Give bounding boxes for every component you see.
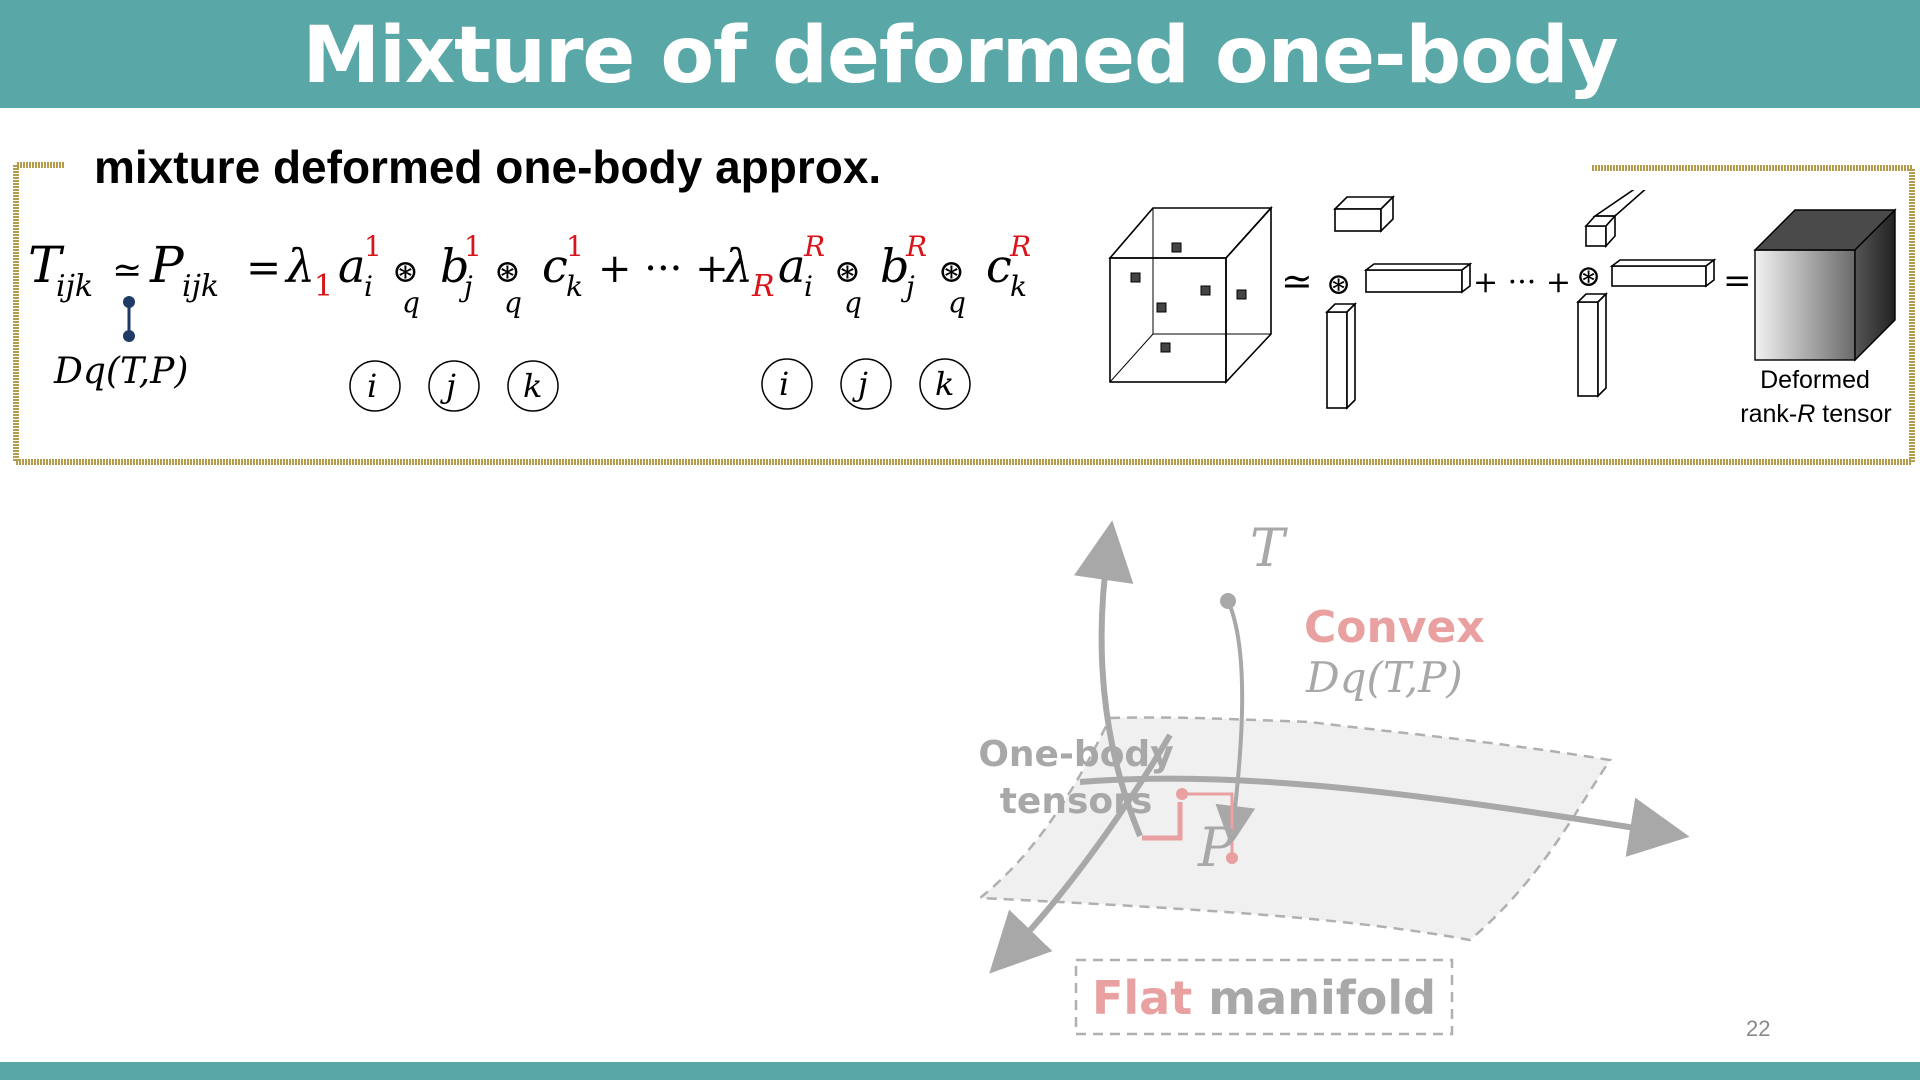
divergence-connector <box>123 296 135 342</box>
circle-j-1: j <box>440 367 456 405</box>
c-r-sub: k <box>1010 270 1027 303</box>
diagonal-axis-curve <box>989 733 1173 974</box>
approx-symbol: ≃ <box>112 250 142 291</box>
projection-curve <box>1215 600 1256 846</box>
q-4: q <box>948 286 966 319</box>
b-1: b <box>440 239 469 293</box>
plus-ellipsis: + ··· + <box>598 246 729 292</box>
oplus-4: ⊛ <box>938 252 965 290</box>
c-1-sub: k <box>566 270 583 303</box>
lambda-r-index: R <box>751 269 775 304</box>
c-r-sup: R <box>1009 230 1031 263</box>
lhs-subscript: ijk <box>56 269 93 304</box>
manifold-divergence: Dq(T,P) <box>1305 653 1463 702</box>
a-r: a <box>778 239 805 293</box>
formula-divergence: Dq(T,P) <box>53 351 188 392</box>
circle-k-2: k <box>935 365 954 403</box>
result-cube <box>1753 208 1897 362</box>
q-1: q <box>402 286 420 319</box>
c-1: c <box>542 239 568 293</box>
horizontal-axis-curve <box>1079 775 1690 857</box>
p-subscript: ijk <box>182 269 219 304</box>
circle-i-2: i <box>779 365 789 403</box>
wireframe-cube <box>1108 205 1273 385</box>
title-bar <box>0 0 1920 108</box>
a-1: a <box>338 239 365 293</box>
result-label-line1: Deformed <box>1760 366 1870 394</box>
circle-j-2: j <box>852 365 868 403</box>
q-2: q <box>504 286 522 319</box>
vertical-axis-curve <box>1074 520 1143 838</box>
circle-i-1: i <box>367 367 377 405</box>
manifold-diagram: T P Convex Dq(T,P) One-body tensors Flat… <box>980 520 1690 1036</box>
a-1-sup: 1 <box>364 230 382 263</box>
diagram-equals: = <box>1723 261 1752 301</box>
result-label-line2: rank-R tensor <box>1740 400 1891 428</box>
manifold-p-label: P <box>1197 816 1236 879</box>
subtitle: mixture deformed one-body approx. <box>94 141 882 193</box>
oplus-3: ⊛ <box>834 252 861 290</box>
one-body-connector <box>1182 792 1234 858</box>
one-body-dot-1 <box>1176 788 1188 800</box>
lambda-r: λ <box>722 239 753 293</box>
manifold-t-label: T <box>1250 520 1288 579</box>
formula: T ijk ≃ Dq(T,P) P ijk = λ 1 a 1 i ⊛ q b … <box>28 230 1031 412</box>
one-body-dot-2 <box>1226 852 1238 864</box>
rank1-term-r <box>1576 190 1717 398</box>
q-3: q <box>844 286 862 319</box>
oplus-1: ⊛ <box>392 252 419 290</box>
b-r: b <box>880 239 909 293</box>
a-r-sub: i <box>804 270 813 303</box>
p-tensor: P <box>149 236 185 294</box>
t-point <box>1220 593 1236 609</box>
one-body-label-line2: tensors <box>1000 781 1153 822</box>
slide-title: Mixture of deformed one-body approximati… <box>302 11 1618 213</box>
cube-elements <box>1130 242 1247 353</box>
flat-manifold-label: Flat manifold <box>1092 971 1436 1025</box>
convex-label: Convex <box>1304 602 1485 653</box>
right-angle-marker <box>1142 802 1183 841</box>
tensor-diagram: ≃ ⊛ + ··· + ⊛ = Deformed rank-R tensor <box>1108 190 1897 428</box>
formula-frame <box>13 162 1915 465</box>
lhs-tensor: T <box>28 236 65 294</box>
b-1-sup: 1 <box>464 230 482 263</box>
flat-manifold-sheet <box>980 716 1613 942</box>
circle-k-1: k <box>523 367 542 405</box>
page-number: 22 <box>1746 1016 1771 1041</box>
oplus-2: ⊛ <box>494 252 521 290</box>
diagram-oplus-2: ⊛ <box>1576 259 1601 294</box>
index-circles-first <box>349 358 971 412</box>
bottom-bar <box>0 1062 1920 1080</box>
diagram-approx: ≃ <box>1281 259 1313 303</box>
equals-symbol: = <box>246 243 281 292</box>
rank1-term-1 <box>1325 195 1473 410</box>
b-r-sup: R <box>905 230 927 263</box>
a-r-sup: R <box>803 230 825 263</box>
lambda-1: λ <box>284 239 315 293</box>
flat-manifold-box <box>1074 958 1454 1036</box>
c-1-sup: 1 <box>566 230 584 263</box>
one-body-label-line1: One-body <box>980 734 1174 775</box>
diagram-plus-dots: + ··· + <box>1473 265 1571 300</box>
lambda-1-index: 1 <box>314 269 333 304</box>
diagram-oplus-1: ⊛ <box>1326 267 1351 302</box>
c-r: c <box>986 239 1012 293</box>
a-1-sub: i <box>364 270 373 303</box>
